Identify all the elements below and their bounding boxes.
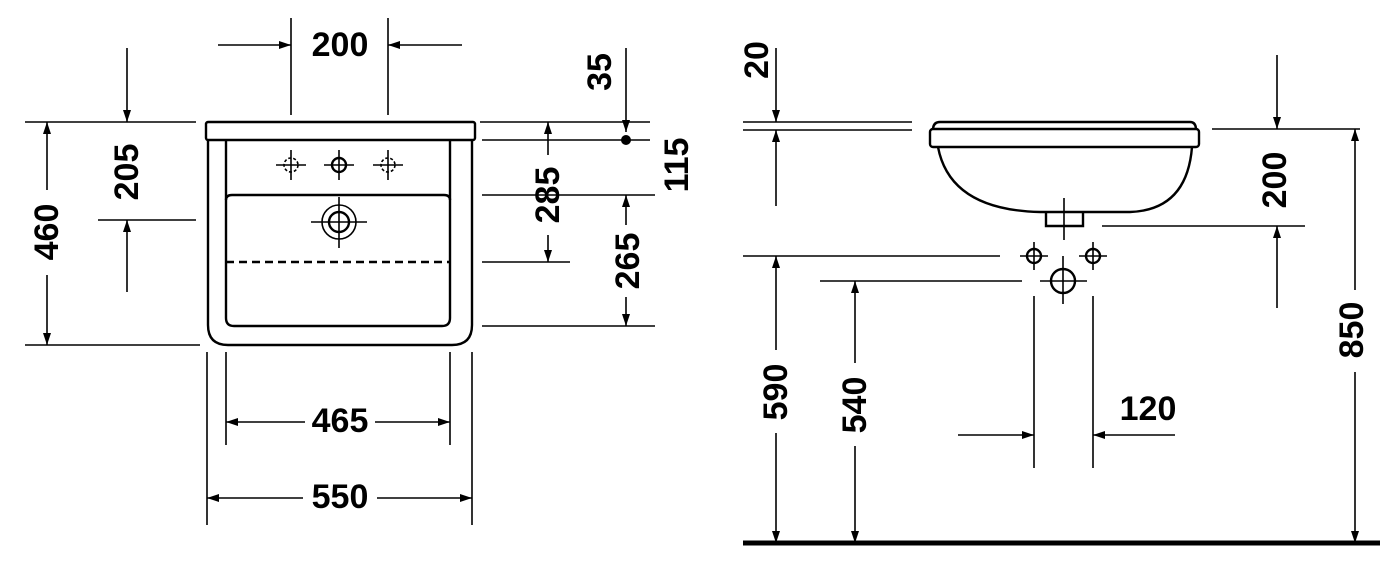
dimension-outer-width: 550 xyxy=(207,478,472,516)
dimension-tap-hole-offset: 35 xyxy=(581,48,631,145)
dim-label-550: 550 xyxy=(312,478,369,516)
dim-label-115: 115 xyxy=(658,138,696,193)
dimension-inner-width: 465 xyxy=(226,402,450,440)
dim-label-590: 590 xyxy=(757,364,795,421)
dim-label-205: 205 xyxy=(108,144,146,201)
dimension-height-total: 460 xyxy=(28,122,66,345)
dimension-waste-height: 540 xyxy=(836,281,874,543)
extension-lines-front xyxy=(25,18,655,525)
dim-label-540: 540 xyxy=(836,377,874,434)
dim-label-265: 265 xyxy=(609,233,647,290)
dim-label-35: 35 xyxy=(581,53,619,91)
dim-label-200-side: 200 xyxy=(1256,152,1294,209)
front-view: 200 205 460 285 35 115 265 xyxy=(25,18,696,525)
dimension-supply-offset: 120 xyxy=(958,390,1177,439)
basin-side-outline xyxy=(928,120,1201,240)
dim-label-465: 465 xyxy=(312,402,369,440)
dim-label-850: 850 xyxy=(1333,302,1371,359)
dimension-rim-thickness: 20 xyxy=(738,41,780,206)
tap-hole-right xyxy=(373,150,403,180)
dimension-rim-to-drain: 205 xyxy=(108,48,146,292)
basin-front-outline xyxy=(204,120,477,347)
dimension-supply-height: 590 xyxy=(757,256,795,543)
dim-label-460: 460 xyxy=(28,204,66,261)
dimension-overflow-depth: 285 xyxy=(529,122,567,262)
dim-label-285: 285 xyxy=(529,167,567,224)
drain-hole xyxy=(311,197,367,248)
dimension-bowl-height: 200 xyxy=(1256,55,1294,308)
tap-hole-left xyxy=(276,150,306,180)
dim-label-120: 120 xyxy=(1120,390,1177,428)
dimension-bowl-depth: 265 xyxy=(609,195,647,326)
tap-hole-center xyxy=(324,150,354,180)
dimension-tap-spacing: 200 xyxy=(218,26,462,64)
side-view: 20 200 850 590 540 120 xyxy=(738,41,1380,546)
supply-and-waste-points xyxy=(1020,242,1107,304)
dimension-total-height: 850 xyxy=(1333,129,1371,543)
dim-label-20: 20 xyxy=(738,41,776,79)
dim-label-200: 200 xyxy=(312,26,369,64)
tap-holes xyxy=(276,150,403,180)
